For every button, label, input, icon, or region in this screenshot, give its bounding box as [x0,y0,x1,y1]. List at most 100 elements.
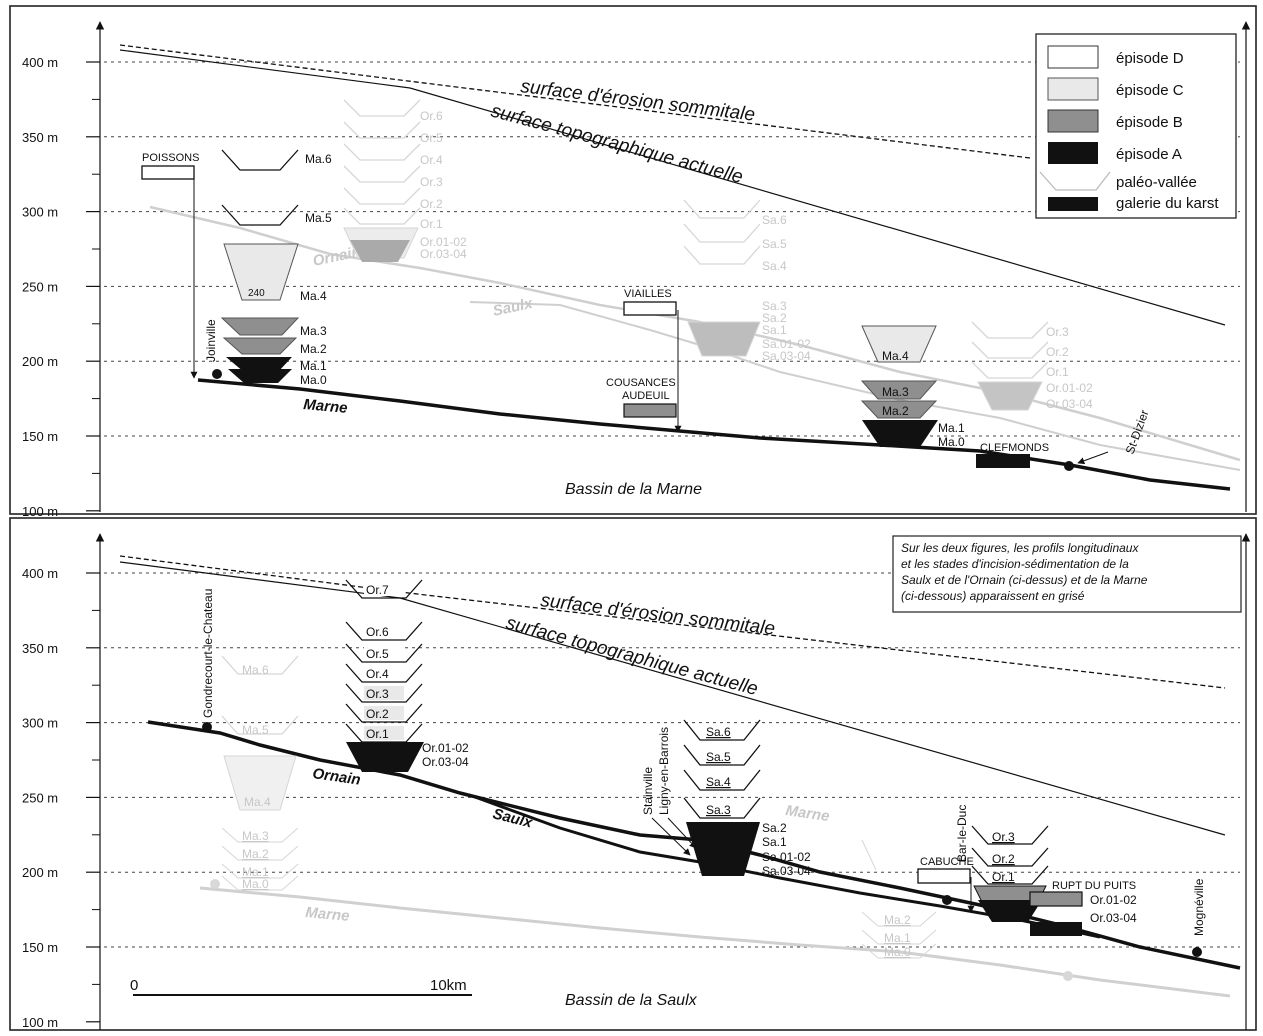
valley-or-east [971,847,1049,867]
label-sa: Sa.5 [706,750,731,764]
label-or-east: Or.2 [992,852,1015,866]
paleo-valley-ma6 [221,149,299,171]
stainville-label: Stainville [641,767,655,815]
ghost-label-ma: Ma.1 [242,865,269,879]
ghost-label-or: Or.5 [420,131,443,145]
ligny-label: Ligny-en-Barrois [657,727,671,815]
fill-ma4-east [861,325,937,363]
scale-end: 10km [430,977,467,994]
ma-stages-joinville [220,149,300,383]
ghost-valley-ma [221,875,299,891]
ghost-valley-or [343,99,421,117]
ghost-label-or: Or.3 [420,175,443,189]
fill-or [364,646,404,660]
label-or: Or.03-04 [422,755,469,769]
ghost-valley-or-east [971,361,1049,379]
fill-ma1 [226,357,292,372]
legend-swatch-c [1047,77,1099,101]
fill-ma2 [222,337,298,355]
ghost-label-or-east: Or.1 [1046,365,1069,379]
stdizier-dot [1064,461,1074,471]
fill-or-east-a [978,900,1042,922]
scale-start: 0 [130,977,138,994]
fill-or [364,624,404,638]
y-tick-label: 250 m [22,790,58,805]
ghost-label-sa: Sa.2 [762,311,787,325]
fill-ma3-east [860,380,938,400]
karst-rupt-du-puits-b [1029,891,1083,907]
arrow-stdizier [1077,451,1109,465]
ghost-label-or: Or.03-04 [420,247,467,261]
legend-swatch-d [1047,45,1099,69]
label-240: 240 [248,288,265,299]
ghost-label-ma-east: Ma.0 [884,945,911,959]
label-poissons: POISSONS [142,152,199,164]
legend-label-b: épisode B [1116,114,1183,131]
label-ma0: Ma.0 [300,373,327,387]
ghost-saulx-label: Saulx [491,295,534,320]
legend: épisode D épisode C épisode B épisode A … [1035,33,1237,219]
label-ma2: Ma.2 [300,342,327,356]
top-panel-frame [9,5,1257,515]
ghost-label-or: Or.1 [420,217,443,231]
y-tick-label: 200 m [22,865,58,880]
valley-or [345,683,423,703]
arrow-ligny [667,817,697,849]
label-ma4: Ma.4 [300,289,327,303]
label-viailles: VIAILLES [624,288,672,300]
y-tick-label: 250 m [22,279,58,294]
fill-or [364,582,404,596]
ghost-fill-or-east [977,381,1043,411]
top-basin-label: Bassin de la Marne [565,481,702,498]
ghost-label-or-east: Or.03-04 [1046,397,1093,411]
ghost-ma-stages-bottom: Ma.6Ma.5Ma.4Ma.3Ma.2Ma.1Ma.0 [221,655,299,891]
fill-or [364,726,404,740]
ghost-label-sa: Sa.03-04 [762,349,811,363]
y-tick-label: 300 m [22,205,58,220]
karst-cousances [623,403,677,418]
ghost-fill-sa [687,321,761,357]
label-or: Or.6 [366,625,389,639]
ghost-label-sa: Sa.5 [762,237,787,251]
joinville-label: Joinville [204,319,218,362]
note-line-1: Sur les deux figures, les profils longit… [901,541,1139,555]
mogneville-dot [1192,947,1202,957]
valley-sa [683,744,761,766]
valley-or-east [971,865,1049,885]
top-topographic-surface [119,49,1226,326]
label-ma3-east: Ma.3 [882,385,909,399]
legend-swatch-b [1047,109,1099,133]
ghost-fill-or-a [350,240,410,262]
ghost-label-or: Or.2 [420,197,443,211]
ghost-valley-ma [221,863,299,879]
label-ma0-east: Ma.0 [938,435,965,449]
bottom-basin-label: Bassin de la Saulx [565,992,698,1009]
label-ma2-east: Ma.2 [882,404,909,418]
gondrecourt-dot [202,722,212,732]
label-sa: Sa.03-04 [762,864,811,878]
legend-swatch-a [1048,142,1098,164]
ghost-label-or: Or.6 [420,109,443,123]
y-tick-label: 200 m [22,354,58,369]
fill-or [364,686,404,700]
ghost-label-or-east: Or.01-02 [1046,381,1093,395]
ghost-label-sa: Sa.6 [762,213,787,227]
karst-clefmonds [976,454,1030,468]
y-tick-label: 150 m [22,940,58,955]
ghost-valley-or [343,121,421,139]
label-or: Or.7 [366,583,389,597]
fill-ma0 [228,369,292,383]
y-tick-label: 400 m [22,55,58,70]
ghost-label-ma-east: Ma.1 [884,931,911,945]
label-ma5: Ma.5 [305,211,332,225]
ghost-label-or-east: Or.2 [1046,345,1069,359]
ghost-valley-or [343,143,421,161]
y-tick-label: 300 m [22,716,58,731]
barleduc-label: Bar-le-Duc [955,805,969,862]
label-or: Or.4 [366,667,389,681]
y-tick-label: 350 m [22,641,58,656]
